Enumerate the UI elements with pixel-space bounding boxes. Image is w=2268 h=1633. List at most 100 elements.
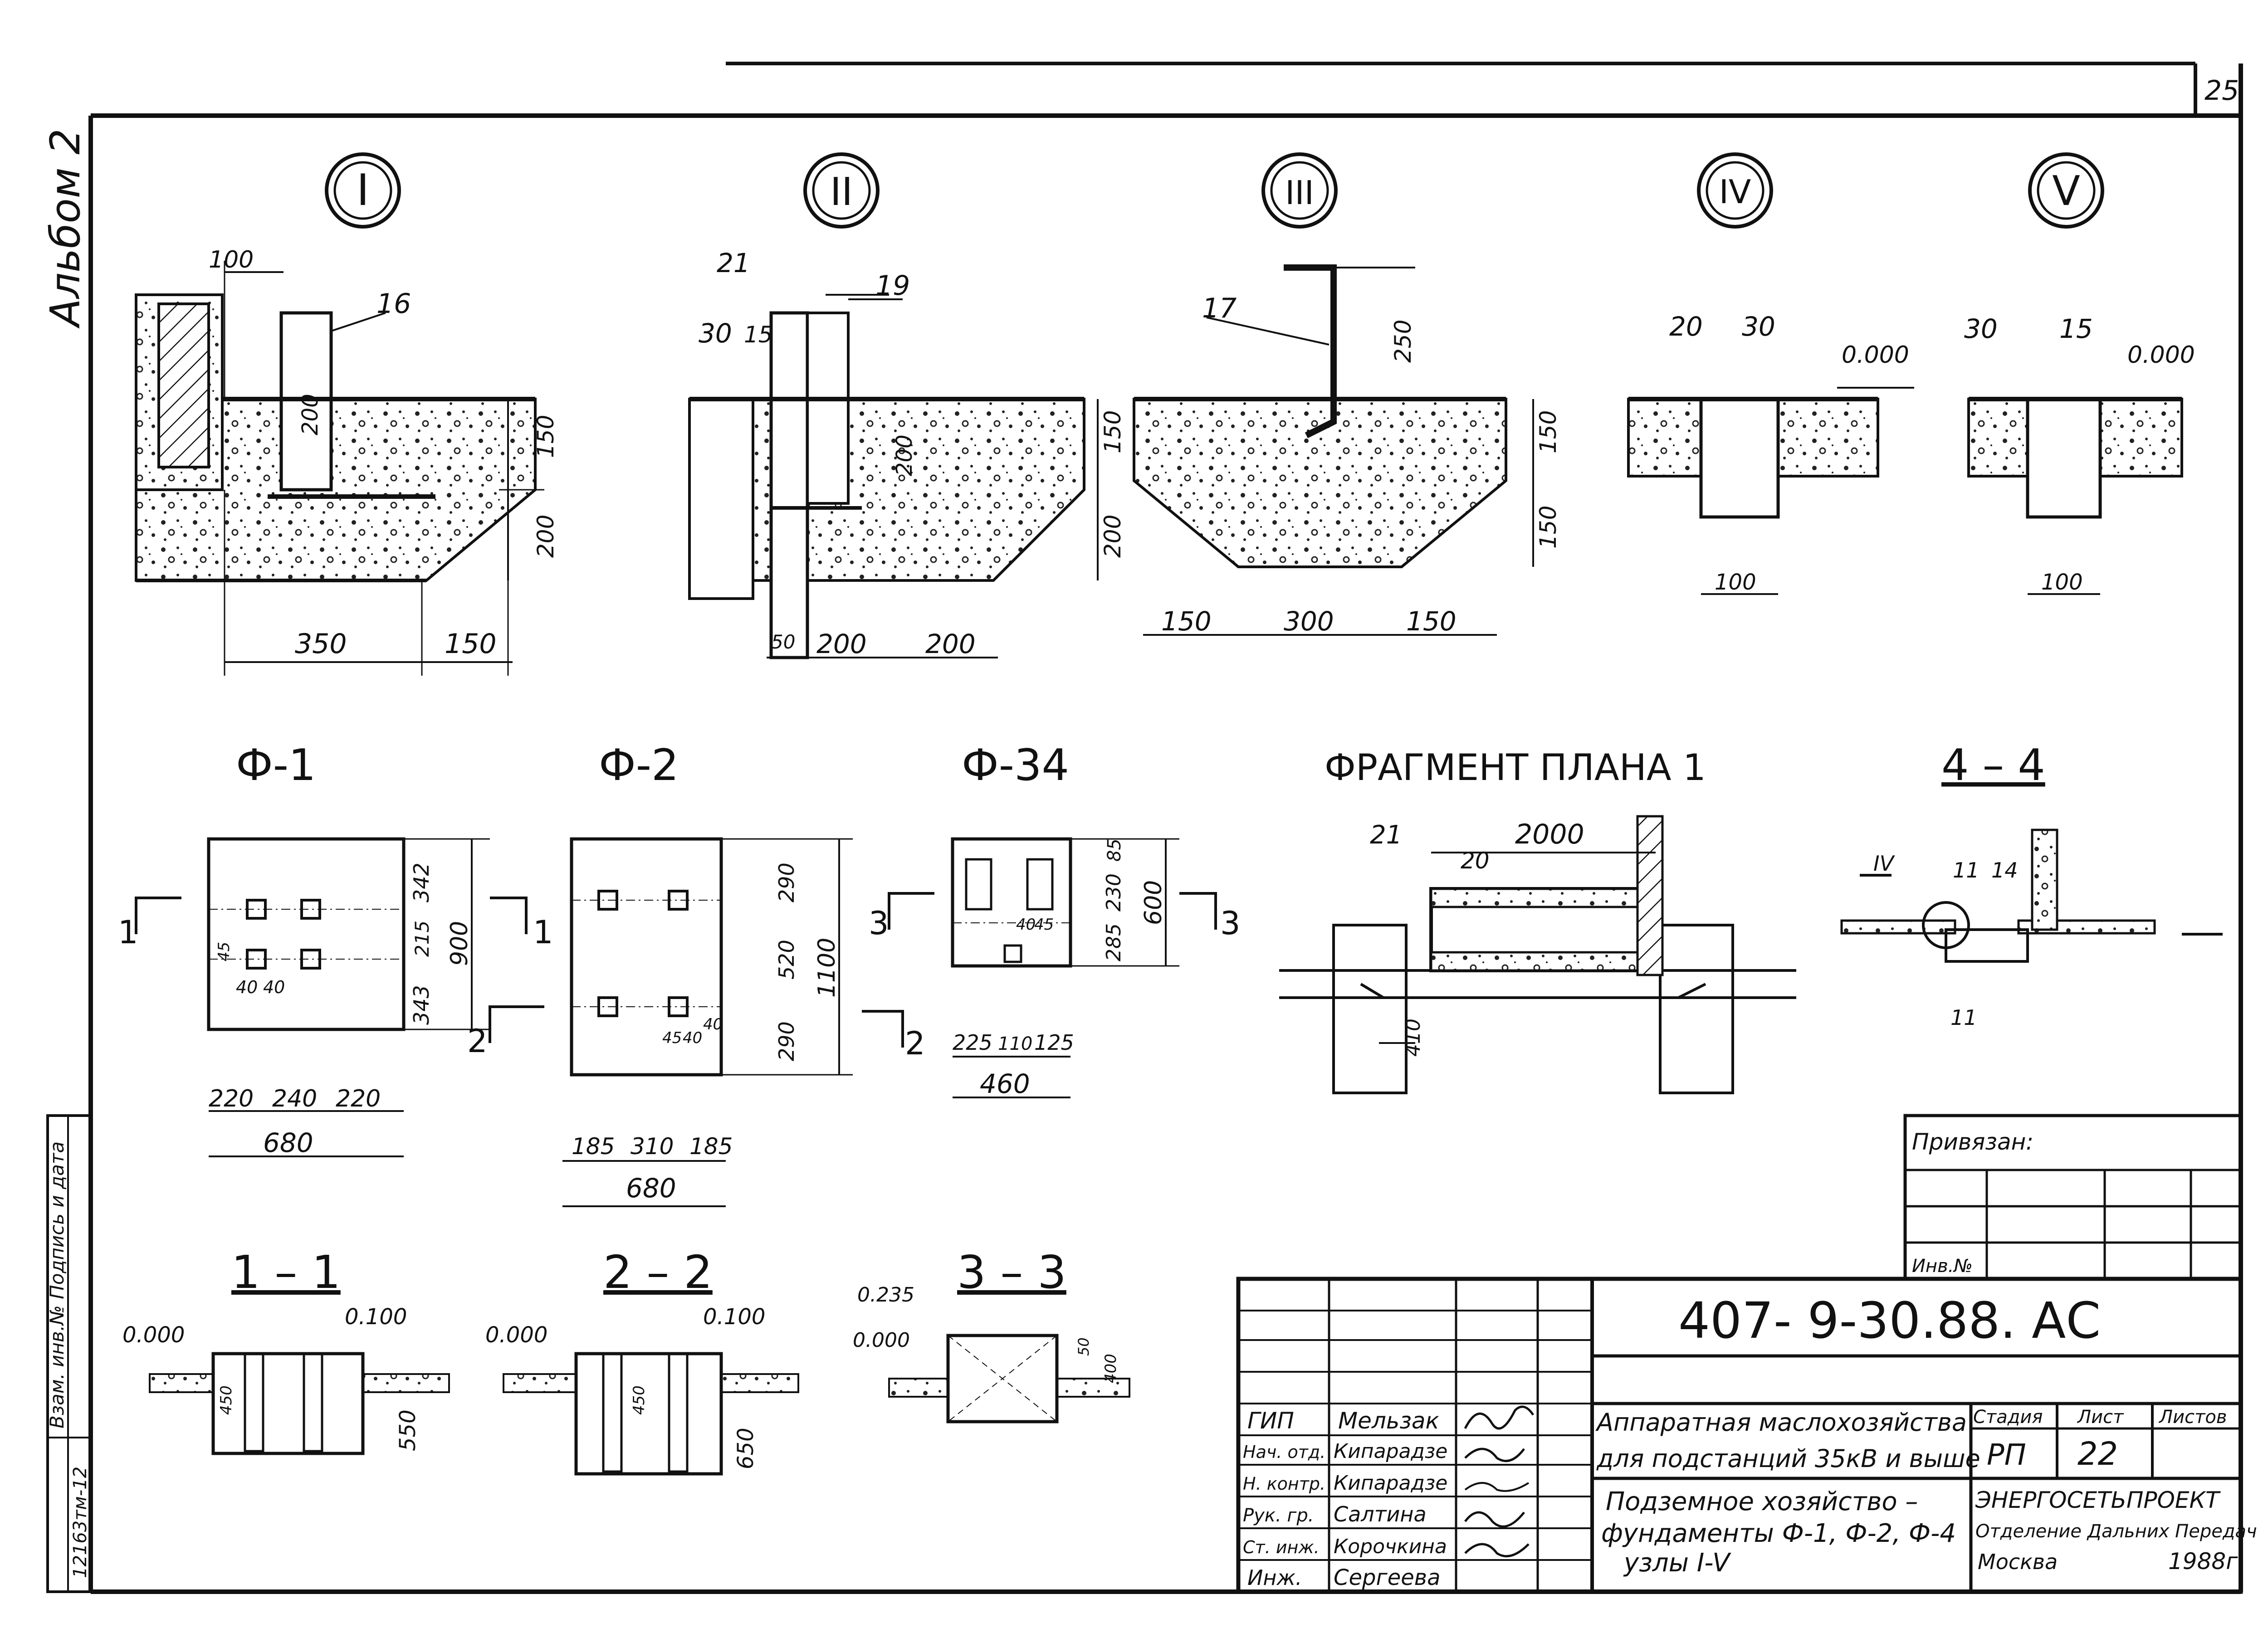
node-V-mark-15: 15 bbox=[2059, 313, 2093, 344]
section44-mark-IV: IV bbox=[1873, 851, 1896, 876]
album-label: Альбом 2 bbox=[42, 129, 89, 329]
signature-roles: ГИП Мельзак Нач. отд. Кипарадзе Н. контр… bbox=[1243, 1408, 1447, 1590]
node-I-mark-16: 16 bbox=[376, 288, 411, 320]
node-II-text: II bbox=[830, 170, 853, 214]
node-label-II: II bbox=[803, 152, 880, 229]
section33-level0: 0.000 bbox=[853, 1329, 910, 1352]
node-III-dim-w1: 150 bbox=[1161, 606, 1212, 637]
name-2: Кипарадзе bbox=[1334, 1440, 1447, 1463]
role-5: Ст. инж. bbox=[1243, 1537, 1320, 1557]
f34-dim-w3: 125 bbox=[1034, 1030, 1074, 1055]
sheet-frame bbox=[88, 62, 2243, 1594]
f2-dim-d2: 520 bbox=[774, 940, 799, 980]
node-V-mark-30: 30 bbox=[1964, 313, 1998, 344]
section-2-2 bbox=[503, 1352, 799, 1476]
f2-dim-w3: 185 bbox=[689, 1133, 733, 1160]
section11-level0: 0.000 bbox=[122, 1322, 185, 1348]
section44-mark-11a: 11 bbox=[1953, 858, 1980, 882]
node-III-detail bbox=[1133, 264, 1534, 636]
name-3: Кипарадзе bbox=[1334, 1472, 1447, 1495]
node-IV-level: 0.000 bbox=[1842, 341, 1909, 369]
sheets-label: Листов bbox=[2158, 1407, 2227, 1428]
node-II-mark-21: 21 bbox=[717, 248, 750, 278]
section44-title: 4 – 4 bbox=[1941, 741, 2045, 790]
section-1-1 bbox=[149, 1352, 450, 1455]
node-II-detail bbox=[688, 294, 1099, 659]
section-4-4 bbox=[1840, 829, 2223, 963]
f2-dim-b2: 40 bbox=[683, 1029, 702, 1047]
node-I-dim-top: 100 bbox=[209, 246, 254, 273]
sheet-value: 22 bbox=[2077, 1435, 2118, 1472]
f2-dim-b1: 45 bbox=[662, 1029, 682, 1047]
f2-dim-d3: 290 bbox=[774, 1021, 799, 1061]
node-label-IV: IV bbox=[1697, 152, 1773, 229]
f34-dim-total-w: 460 bbox=[980, 1068, 1030, 1099]
node-II-mark-15: 15 bbox=[744, 322, 773, 348]
node-II-dim-d1: 200 bbox=[892, 434, 917, 476]
section22-level0: 0.000 bbox=[485, 1322, 547, 1348]
fragment-title: ФРАГМЕНТ ПЛАНА 1 bbox=[1325, 746, 1706, 789]
f1-dim-edge: 45 bbox=[215, 942, 233, 961]
handwritten-signatures bbox=[1464, 1405, 1535, 1558]
sheet-label: Лист bbox=[2077, 1407, 2124, 1428]
sheet-line-2: фундаменты Ф-1, Ф-2, Ф-4 bbox=[1601, 1519, 1956, 1548]
f34-dim-b2: 45 bbox=[1034, 916, 1054, 934]
node-II-mark-19: 19 bbox=[875, 270, 910, 302]
node-III-dim-w2: 300 bbox=[1284, 606, 1334, 637]
f1-bolt-holes bbox=[246, 899, 321, 970]
f34-title: Ф-34 bbox=[962, 741, 1069, 790]
node-label-I: I bbox=[325, 152, 401, 229]
org-year: 1988г. bbox=[2168, 1548, 2245, 1575]
sheet-line-1: Подземное хозяйство – bbox=[1606, 1487, 1918, 1516]
f2-cut-right: 2 bbox=[905, 1025, 925, 1062]
f1-cut-left: 1 bbox=[118, 914, 138, 951]
node-IV-detail bbox=[1627, 387, 1914, 595]
section-3-3 bbox=[888, 1334, 1130, 1423]
f2-dim-d1: 290 bbox=[774, 863, 799, 902]
node-II-dim-w2: 200 bbox=[925, 629, 976, 659]
node-III-dim-h1: 150 bbox=[1535, 410, 1561, 453]
section33-level1: 0.235 bbox=[857, 1283, 914, 1306]
section22-title: 2 – 2 bbox=[603, 1246, 713, 1299]
node-I-dim-w2: 150 bbox=[445, 628, 497, 660]
node-II-mark-30: 30 bbox=[699, 318, 732, 349]
f2-dim-w2: 310 bbox=[631, 1133, 674, 1160]
node-I-text: I bbox=[357, 166, 369, 215]
side-stamp-right: Взам. инв.№ Подпись и дата bbox=[46, 1141, 68, 1428]
name-4: Салтина bbox=[1334, 1502, 1427, 1526]
sheet-line-3: узлы I-V bbox=[1623, 1548, 1731, 1578]
side-stamp-strip bbox=[46, 1114, 92, 1593]
section33-title: 3 – 3 bbox=[957, 1246, 1066, 1299]
f1-dim-d3: 343 bbox=[409, 985, 434, 1025]
section11-dim-h: 550 bbox=[395, 1409, 420, 1451]
f34-dim-b1: 40 bbox=[1016, 916, 1036, 934]
f34-dim-d3: 285 bbox=[1102, 923, 1125, 961]
f34-cut-left: 3 bbox=[869, 905, 889, 942]
node-V-level: 0.000 bbox=[2127, 341, 2195, 369]
f2-dim-w1: 185 bbox=[572, 1133, 615, 1160]
node-III-mark-17: 17 bbox=[1202, 292, 1237, 324]
f2-title: Ф-2 bbox=[599, 741, 679, 790]
stage-label: Стадия bbox=[1973, 1407, 2043, 1428]
name-1: Мельзак bbox=[1338, 1408, 1439, 1434]
section33-dim-h: 400 bbox=[1102, 1354, 1120, 1383]
f34-dim-d2: 230 bbox=[1102, 873, 1125, 912]
node-II-dim-w0: 50 bbox=[771, 631, 795, 653]
node-IV-mark-30: 30 bbox=[1742, 311, 1775, 342]
f1-dim-w3: 220 bbox=[336, 1085, 381, 1112]
node-IV-mark-20: 20 bbox=[1669, 311, 1703, 342]
f1-dim-w2: 240 bbox=[272, 1085, 317, 1112]
f2-dim-total-h: 1100 bbox=[813, 938, 841, 998]
fragment-dim-side: 410 bbox=[1402, 1019, 1425, 1057]
node-V-detail bbox=[1967, 397, 2183, 595]
section11-dim-h2: 450 bbox=[217, 1385, 235, 1415]
f2-dim-b3: 40 bbox=[703, 1015, 723, 1033]
f34-dim-d1: 85 bbox=[1104, 838, 1125, 862]
stage-value: РП bbox=[1987, 1438, 2026, 1472]
side-stamp-left: 12163тм-12 bbox=[70, 1467, 91, 1578]
node-III-dim-h2: 150 bbox=[1535, 506, 1561, 549]
node-II-dim-h1: 150 bbox=[1100, 410, 1126, 453]
f1-dim-d2: 215 bbox=[411, 921, 433, 957]
role-4: Рук. гр. bbox=[1243, 1505, 1314, 1526]
project-line-1: Аппаратная маслохозяйства bbox=[1595, 1408, 1967, 1437]
